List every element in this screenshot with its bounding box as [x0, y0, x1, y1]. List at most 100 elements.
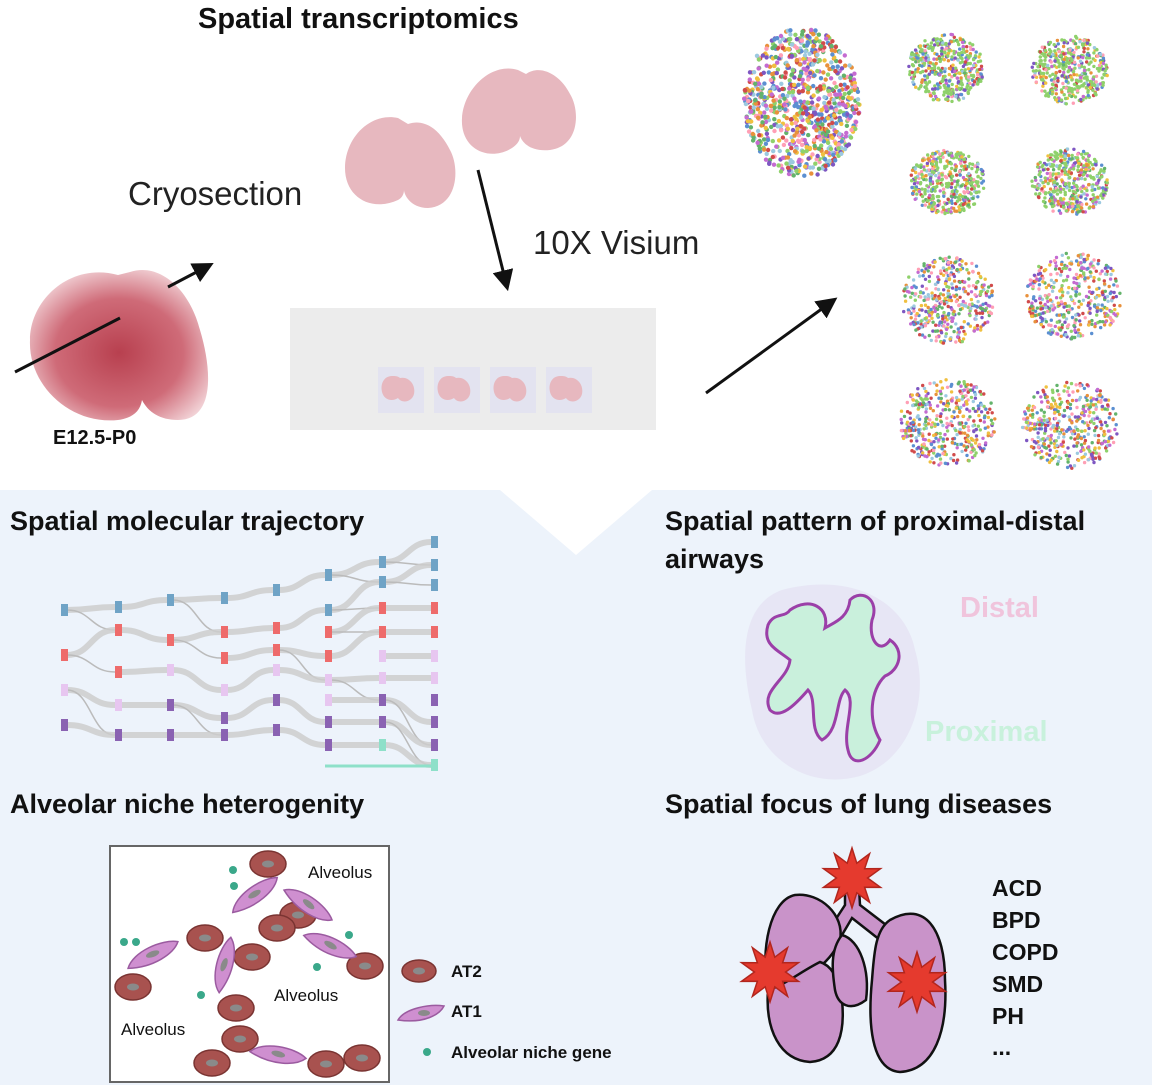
niche-gene-dot: [120, 938, 128, 946]
trajectory-node: [167, 729, 174, 741]
trajectory-node: [379, 672, 386, 684]
stage-label: E12.5-P0: [53, 427, 136, 449]
alveolus-label-1: Alveolus: [308, 863, 372, 882]
disease-item-ph: PH: [992, 1003, 1024, 1029]
trajectory-node: [431, 672, 438, 684]
spatial-map: [1030, 34, 1109, 106]
trajectory-node: [325, 569, 332, 581]
trajectory-node: [379, 716, 386, 728]
cell-nucleus: [199, 934, 211, 942]
trajectory-node: [325, 604, 332, 616]
trajectory-flow: [172, 595, 222, 603]
trajectory-flow: [172, 639, 222, 659]
cell-nucleus: [230, 1004, 242, 1012]
trajectory-node: [273, 644, 280, 656]
trajectory-flow: [66, 654, 116, 673]
slide-capture-areas: [378, 367, 592, 413]
at2-legend-label: AT2: [451, 962, 482, 981]
cryosection-label: Cryosection: [128, 175, 302, 212]
lung-section-2: [461, 68, 576, 154]
arrow-to-slide: [476, 169, 514, 292]
trajectory-node: [221, 652, 228, 664]
cell-nucleus: [262, 860, 274, 868]
trajectory-node: [61, 604, 68, 616]
cell-nucleus: [220, 958, 228, 972]
trajectory-flow: [172, 667, 222, 693]
at1-cell: [231, 876, 279, 914]
trajectory-node: [325, 694, 332, 706]
trajectory-node: [115, 666, 122, 678]
at1-legend-label: AT1: [451, 1002, 482, 1021]
trajectory-node: [431, 579, 438, 591]
spatial-map: [742, 27, 862, 178]
cell-nucleus: [246, 953, 258, 961]
trajectory-node: [115, 624, 122, 636]
disease-item-bpd: BPD: [992, 907, 1041, 933]
spatial-map: [1025, 251, 1122, 341]
spatial-cluster-maps: [742, 27, 1122, 470]
trajectory-flow: [330, 675, 380, 683]
disease-item-more: ...: [992, 1034, 1011, 1060]
trajectory-node: [221, 626, 228, 638]
trajectory-node: [167, 594, 174, 606]
disease-item-smd: SMD: [992, 971, 1043, 997]
at1-cell: [127, 940, 179, 970]
cell-nucleus: [146, 950, 160, 958]
airway-illustration: [745, 584, 920, 780]
cell-nucleus: [356, 1054, 368, 1062]
at1-cell: [302, 932, 358, 959]
at1-cell: [282, 888, 334, 922]
trajectory-node: [379, 650, 386, 662]
trajectory-node: [431, 536, 438, 548]
trajectory-node: [325, 716, 332, 728]
niche-title: Alveolar niche heterogenity: [10, 789, 364, 819]
trajectory-flow: [278, 667, 326, 683]
trajectory-flow: [226, 667, 274, 693]
trajectory-flow: [226, 697, 274, 721]
trajectory-node: [221, 592, 228, 604]
trajectory-node: [167, 634, 174, 646]
trajectory-flow: [330, 629, 380, 659]
trajectory-node: [379, 739, 386, 751]
cell-nucleus: [127, 983, 139, 991]
trajectory-flow: [66, 722, 116, 738]
trajectory-node: [61, 649, 68, 661]
cell-nucleus: [320, 1060, 332, 1068]
trajectory-node: [167, 699, 174, 711]
whole-lung-illustration: [29, 269, 209, 421]
cell-nucleus: [292, 911, 304, 919]
arrow-to-spatial-maps: [705, 297, 838, 395]
trajectory-node: [273, 584, 280, 596]
niche-gene-legend-label: Alveolar niche gene: [451, 1043, 612, 1062]
cell-nucleus: [302, 899, 315, 910]
cell-nucleus: [271, 1050, 286, 1058]
trajectory-node: [221, 684, 228, 696]
niche-gene-dot: [230, 882, 238, 890]
distal-label: Distal: [960, 592, 1039, 624]
trajectory-node: [379, 576, 386, 588]
cell-nucleus: [248, 889, 261, 899]
proximal-label: Proximal: [925, 716, 1048, 748]
spatial-map: [902, 255, 995, 345]
trajectory-node: [61, 684, 68, 696]
disease-item-acd: ACD: [992, 875, 1042, 901]
disease-foci: [739, 845, 948, 1015]
trajectory-node: [167, 664, 174, 676]
trajectory-node: [325, 674, 332, 686]
disease-focus-star: [886, 949, 948, 1015]
trajectory-node: [431, 739, 438, 751]
trajectory-node: [431, 559, 438, 571]
spatial-map: [907, 32, 984, 104]
trajectory-flow: [120, 627, 168, 643]
trajectory-node: [273, 724, 280, 736]
cell-nucleus: [271, 924, 283, 932]
diseases-title: Spatial focus of lung diseases: [665, 789, 1052, 819]
trajectory-node: [325, 650, 332, 662]
trajectory-title: Spatial molecular trajectory: [10, 506, 364, 536]
trajectory-flow: [278, 727, 326, 748]
niche-gene-dot: [313, 963, 321, 971]
alveolus-label-2: Alveolus: [274, 986, 338, 1005]
niche-gene-dot: [345, 931, 353, 939]
spatial-map: [1030, 147, 1110, 216]
niche-gene-dot: [229, 866, 237, 874]
